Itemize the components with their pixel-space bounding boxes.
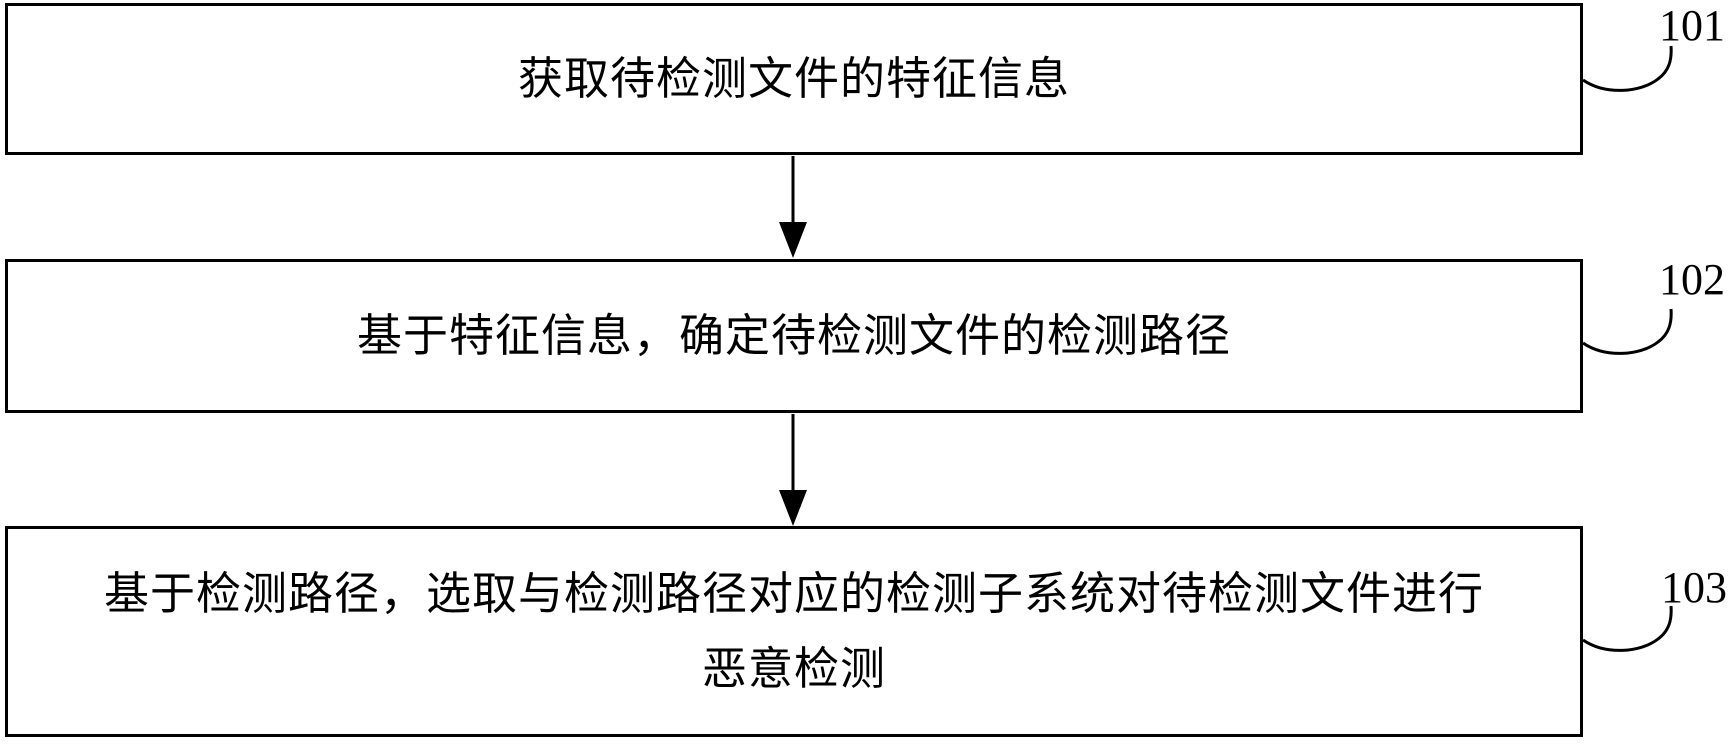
flow-arrow-102-103: [779, 414, 807, 526]
step-text-103: 基于检测路径，选取与检测路径对应的检测子系统对待检测文件进行恶意检测: [103, 568, 1484, 694]
leader-curve-102: [1582, 308, 1673, 355]
leader-curve-103: [1582, 605, 1673, 652]
flow-arrow-101-102: [779, 156, 807, 258]
step-text-102: 基于特征信息，确定待检测文件的检测路径: [356, 310, 1231, 361]
step-box-102: 基于特征信息，确定待检测文件的检测路径: [5, 259, 1583, 413]
ref-label-103: 103: [1661, 563, 1727, 612]
step-box-101: 获取待检测文件的特征信息: [5, 3, 1583, 155]
step-text-101: 获取待检测文件的特征信息: [517, 53, 1070, 104]
ref-label-101: 101: [1659, 1, 1725, 50]
leader-curve-101: [1582, 45, 1673, 92]
ref-label-102: 102: [1659, 255, 1725, 304]
step-box-103: 基于检测路径，选取与检测路径对应的检测子系统对待检测文件进行恶意检测: [5, 526, 1583, 737]
